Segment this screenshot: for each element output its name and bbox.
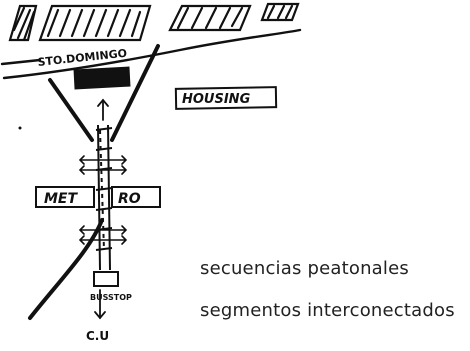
arrow-up-icon: [97, 98, 109, 121]
main-street: [0, 28, 302, 80]
metro-box-right: [111, 186, 161, 208]
arrow-down-icon: [94, 289, 106, 320]
bus-stop-label: BUSSTOP: [90, 293, 132, 302]
caption-pedestrian-sequences: secuencias peatonales: [200, 258, 409, 279]
crossing-arrows: [78, 155, 128, 245]
caption-interconnected-segments: segmentos interconectados: [200, 300, 455, 321]
plaza-block: [73, 66, 131, 90]
bus-stop-box: [93, 271, 119, 287]
metro-box-left: [35, 186, 95, 208]
building-blocks: [8, 2, 300, 42]
housing-box: [174, 86, 278, 110]
housing-label: HOUSING: [182, 92, 251, 107]
central-axis: [95, 124, 113, 271]
metro-label-left: MET: [44, 191, 78, 207]
dot-mark: [18, 126, 22, 130]
destination-label: C.U: [86, 329, 109, 343]
street-name-label: STO.DOMINGO: [37, 47, 128, 69]
metro-label-right: RO: [118, 191, 141, 207]
